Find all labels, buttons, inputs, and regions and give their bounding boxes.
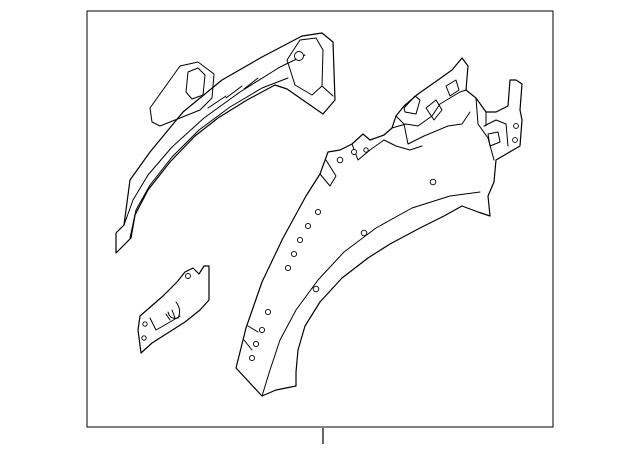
mounting-hole xyxy=(513,123,519,129)
mounting-hole xyxy=(314,208,322,216)
mounting-hole xyxy=(294,51,304,61)
mounting-hole xyxy=(284,264,292,272)
mounting-hole xyxy=(141,335,147,341)
mounting-hole xyxy=(360,229,368,237)
diagram-frame xyxy=(86,10,554,428)
mounting-hole xyxy=(336,156,344,164)
mounting-hole xyxy=(185,273,191,279)
mounting-hole xyxy=(296,236,304,244)
mounting-hole xyxy=(351,149,357,155)
mounting-hole xyxy=(363,147,369,153)
upper-wheelhouse-reinforcement xyxy=(115,32,336,254)
mounting-hole xyxy=(312,285,320,293)
mounting-hole xyxy=(248,354,256,362)
mounting-hole xyxy=(290,250,298,258)
mounting-hole xyxy=(258,326,266,334)
mounting-hole xyxy=(304,222,312,230)
mounting-hole xyxy=(252,340,260,348)
wheelhouse-inner-panel xyxy=(235,57,523,397)
mounting-hole xyxy=(142,321,148,327)
mounting-hole xyxy=(512,137,518,143)
mounting-hole xyxy=(264,308,272,316)
small-bracket xyxy=(137,265,210,354)
mounting-hole xyxy=(429,178,437,186)
